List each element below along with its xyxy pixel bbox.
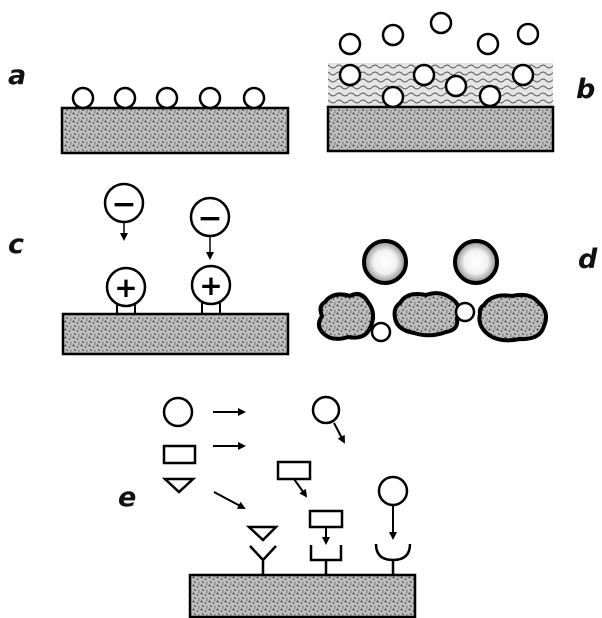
panel-e: e — [118, 395, 417, 618]
panel-b: b — [326, 11, 595, 153]
free-particle — [476, 32, 500, 56]
approaching-circle-species — [311, 395, 341, 425]
panel-e-label: e — [118, 482, 136, 513]
adsorbed-particle — [155, 86, 179, 110]
porous-aggregate — [392, 291, 461, 338]
rectangle-species-binding — [308, 509, 344, 529]
positive-ion — [105, 266, 147, 308]
approaching-rectangle-species — [276, 460, 312, 481]
free-rectangle-species — [162, 444, 197, 465]
porous-aggregate — [477, 292, 548, 343]
panel-c-substrate — [61, 312, 290, 356]
free-particle — [338, 32, 362, 56]
panel-c: c − + − + — [8, 182, 290, 356]
round-cup-receptor — [374, 543, 412, 575]
adsorbed-particle — [242, 86, 266, 110]
panel-a-label: a — [8, 60, 26, 91]
large-particle — [453, 239, 499, 285]
v-shaped-receptor — [249, 545, 277, 575]
entrapped-particle — [412, 63, 436, 87]
negative-sign: − — [197, 201, 222, 236]
positive-ion — [190, 264, 232, 306]
approach-arrow — [293, 478, 308, 498]
entrapped-particle — [478, 84, 502, 108]
positive-sign: + — [199, 269, 222, 302]
ion-pair-left: − + — [103, 182, 147, 314]
entrapped-particle — [381, 85, 405, 109]
entrapped-particle — [444, 74, 468, 98]
small-particle — [370, 321, 392, 343]
positive-sign: + — [114, 271, 137, 304]
free-particle — [381, 23, 405, 47]
panel-d-label: d — [578, 244, 598, 275]
free-circle-species — [162, 396, 194, 428]
panel-e-substrate — [188, 573, 417, 618]
free-particle — [429, 11, 453, 35]
panel-a-substrate — [60, 106, 290, 155]
large-particle — [362, 239, 408, 285]
panel-a: a — [8, 60, 290, 155]
free-triangle-species — [161, 477, 197, 494]
panel-c-label: c — [8, 229, 24, 260]
free-particle — [516, 22, 540, 46]
approach-arrow — [333, 422, 345, 444]
panel-a-adsorbed-particles — [71, 86, 266, 110]
ion-pair-right: − + — [189, 196, 232, 314]
entrapped-particle — [511, 63, 535, 87]
panel-d: d — [317, 239, 598, 343]
negative-sign: − — [111, 187, 136, 222]
adsorbed-particle — [198, 86, 222, 110]
transport-arrow — [213, 491, 246, 509]
circle-species-binding — [377, 475, 409, 507]
panel-b-free-particles — [338, 11, 540, 56]
panel-b-entrapped-particles — [338, 63, 535, 109]
porous-aggregate — [317, 292, 375, 341]
panel-b-label: b — [576, 74, 595, 105]
small-particle — [454, 301, 476, 323]
square-cup-receptor — [309, 545, 343, 575]
adsorbed-particle — [71, 86, 95, 110]
triangle-species-bound — [245, 525, 280, 542]
entrapped-particle — [338, 63, 362, 87]
panel-b-substrate — [326, 105, 555, 153]
adsorbed-particle — [113, 86, 137, 110]
